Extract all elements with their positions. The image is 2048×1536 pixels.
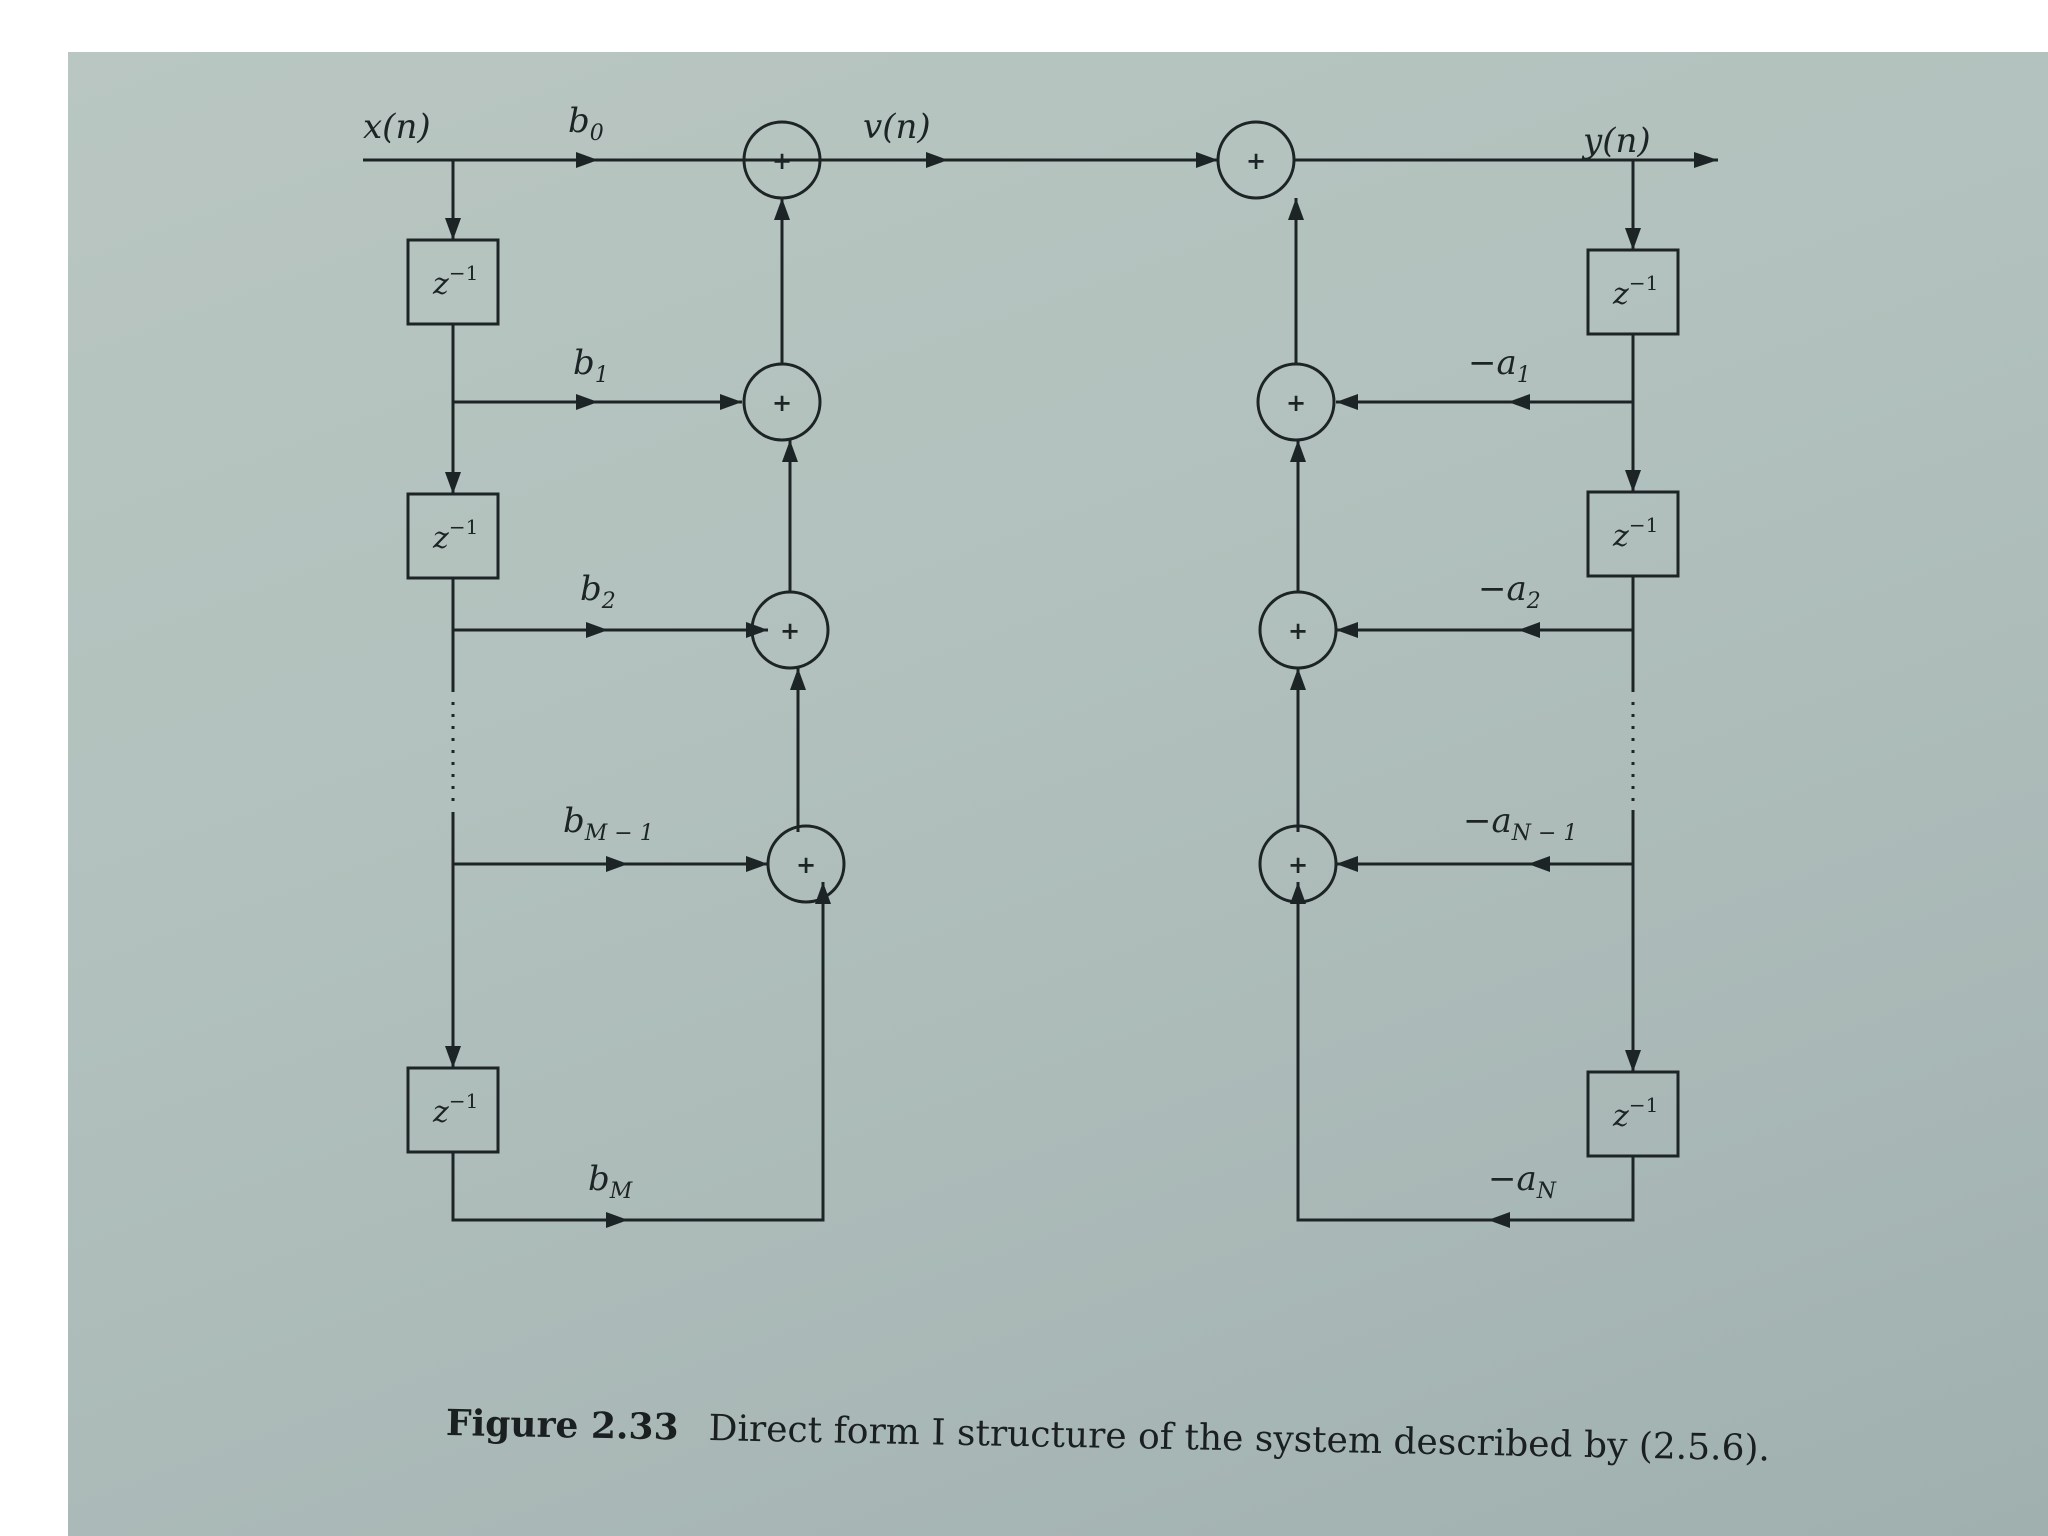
- delay-block-right-1: z−1: [1586, 248, 1680, 336]
- coef-aN-1: −aN − 1: [1463, 801, 1577, 846]
- arrowheads: [445, 152, 1718, 1228]
- adder-b1: +: [742, 362, 822, 442]
- adder-aN-1: +: [1258, 824, 1338, 904]
- coef-bM: bM: [588, 1159, 633, 1204]
- coef-b0: b0: [568, 101, 604, 146]
- direct-form-i-diagram: + + + + + + + + z−1 z−1 z−1 z−: [363, 101, 1718, 1228]
- svg-text:+: +: [1286, 388, 1306, 417]
- delay-block-right-2: z−1: [1586, 490, 1680, 578]
- adder-b2: +: [750, 590, 830, 670]
- svg-text:z−1: z−1: [432, 1089, 478, 1130]
- adder-bM-1: +: [766, 824, 846, 904]
- coef-aN: −aN: [1488, 1159, 1557, 1204]
- svg-text:z−1: z−1: [1612, 1093, 1658, 1134]
- input-label: x(n): [363, 107, 431, 147]
- adder-a1: +: [1256, 362, 1336, 442]
- adder-a2: +: [1258, 590, 1338, 670]
- book-page: + + + + + + + + z−1 z−1 z−1 z−: [68, 52, 2048, 1536]
- svg-text:z−1: z−1: [432, 515, 478, 556]
- adder-top-right: +: [1216, 120, 1296, 200]
- svg-text:z−1: z−1: [1612, 271, 1658, 312]
- delay-block-left-2: z−1: [406, 492, 500, 580]
- svg-text:+: +: [780, 616, 800, 645]
- delay-block-left-3: z−1: [406, 1066, 500, 1154]
- adder-top-left: +: [742, 120, 822, 200]
- svg-text:+: +: [796, 850, 816, 879]
- svg-text:z−1: z−1: [432, 261, 478, 302]
- coef-b1: b1: [573, 343, 609, 388]
- coef-b2: b2: [580, 569, 616, 614]
- coef-a2: −a2: [1478, 569, 1541, 614]
- signal-wires: [363, 158, 1718, 1222]
- svg-text:+: +: [1288, 850, 1308, 879]
- coef-a1: −a1: [1468, 343, 1531, 388]
- figure-number: Figure 2.33: [445, 1402, 680, 1449]
- svg-text:z−1: z−1: [1612, 513, 1658, 554]
- svg-text:+: +: [1246, 146, 1266, 175]
- delay-block-right-3: z−1: [1586, 1070, 1680, 1158]
- intermediate-label: v(n): [863, 107, 931, 147]
- svg-text:+: +: [772, 388, 792, 417]
- svg-text:+: +: [772, 146, 792, 175]
- coef-bM-1: bM − 1: [563, 801, 654, 846]
- svg-text:+: +: [1288, 616, 1308, 645]
- delay-block-left-1: z−1: [406, 238, 500, 326]
- output-label: y(n): [1581, 121, 1651, 161]
